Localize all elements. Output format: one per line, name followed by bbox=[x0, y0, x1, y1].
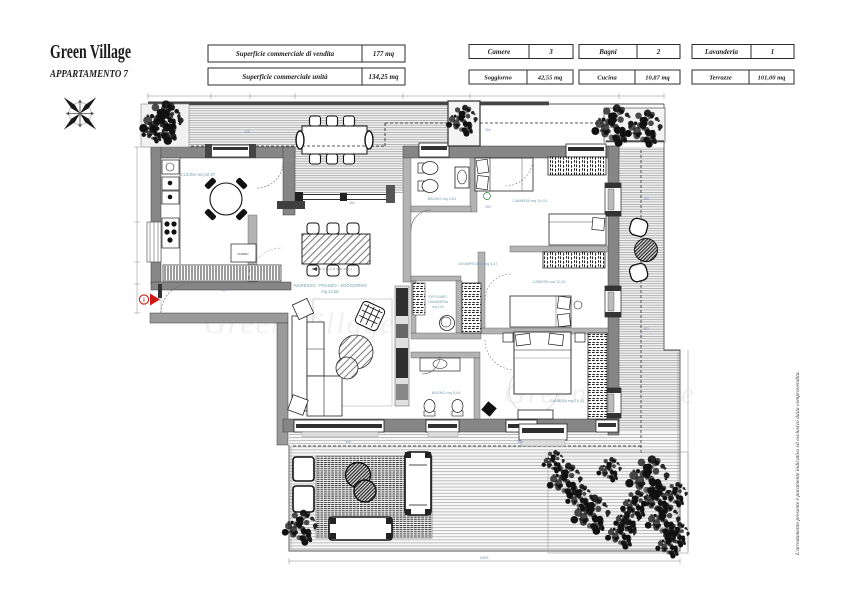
svg-text:460: 460 bbox=[349, 201, 355, 205]
svg-text:2: 2 bbox=[656, 48, 661, 56]
svg-text:Soggiorno: Soggiorno bbox=[484, 75, 513, 82]
svg-text:Lavanderia: Lavanderia bbox=[704, 48, 739, 56]
svg-text:APPARTAMENTO 7: APPARTAMENTO 7 bbox=[49, 69, 129, 80]
svg-text:FORNO: FORNO bbox=[238, 252, 249, 256]
svg-text:177 mq: 177 mq bbox=[373, 50, 395, 58]
svg-text:3: 3 bbox=[548, 48, 553, 56]
svg-text:BAGNO mq 4,81: BAGNO mq 4,81 bbox=[428, 197, 457, 201]
svg-text:INGRESSO - PRANZO - SOGGIORNO: INGRESSO - PRANZO - SOGGIORNO bbox=[293, 283, 367, 288]
svg-text:1: 1 bbox=[771, 48, 775, 56]
svg-text:DISIMPEGNO mq 4,37: DISIMPEGNO mq 4,37 bbox=[458, 262, 497, 266]
svg-text:Camere: Camere bbox=[488, 48, 511, 56]
svg-text:134,25 mq: 134,25 mq bbox=[369, 73, 399, 81]
svg-text:Bagni: Bagni bbox=[598, 48, 617, 56]
svg-text:190: 190 bbox=[643, 197, 649, 201]
svg-text:42,55 mq: 42,55 mq bbox=[537, 75, 563, 82]
svg-text:101,00 mq: 101,00 mq bbox=[758, 75, 787, 82]
svg-text:164: 164 bbox=[517, 440, 523, 444]
svg-text:452: 452 bbox=[643, 327, 649, 331]
svg-text:CAMERA mq 12,01: CAMERA mq 12,01 bbox=[533, 280, 566, 284]
svg-text:Superficie commerciale unità: Superficie commerciale unità bbox=[242, 73, 328, 81]
svg-text:340: 340 bbox=[345, 440, 351, 444]
svg-text:mq 2,64: mq 2,64 bbox=[432, 305, 444, 309]
svg-text:448: 448 bbox=[244, 130, 250, 134]
svg-text:1005: 1005 bbox=[480, 555, 490, 560]
svg-text:Cucina: Cucina bbox=[597, 75, 617, 82]
svg-text:10,87 mq: 10,87 mq bbox=[645, 75, 670, 82]
svg-text:CAMERA mq 16,11: CAMERA mq 16,11 bbox=[550, 398, 585, 403]
svg-text:CAMERA mq 14,01: CAMERA mq 14,01 bbox=[513, 198, 548, 203]
svg-text:Green Village: Green Village bbox=[50, 41, 131, 63]
svg-text:RIP./GUARD.: RIP./GUARD. bbox=[428, 295, 447, 299]
svg-text:Terrazze: Terrazze bbox=[709, 75, 732, 82]
svg-text:LAVANDERIA: LAVANDERIA bbox=[428, 300, 449, 304]
svg-text:L'arredamento presente è puram: L'arredamento presente è puramente indic… bbox=[795, 371, 801, 556]
svg-text:Superficie commerciale di vend: Superficie commerciale di vendita bbox=[236, 50, 335, 58]
svg-text:490: 490 bbox=[485, 205, 491, 209]
svg-text:mq 42,55: mq 42,55 bbox=[321, 289, 339, 294]
svg-text:338: 338 bbox=[221, 288, 227, 292]
svg-text:CUCINA mq 10,87: CUCINA mq 10,87 bbox=[181, 172, 216, 177]
svg-text:454: 454 bbox=[485, 128, 491, 132]
svg-text:i: i bbox=[143, 298, 145, 304]
svg-text:BAGNO mq 5,44: BAGNO mq 5,44 bbox=[432, 391, 461, 395]
